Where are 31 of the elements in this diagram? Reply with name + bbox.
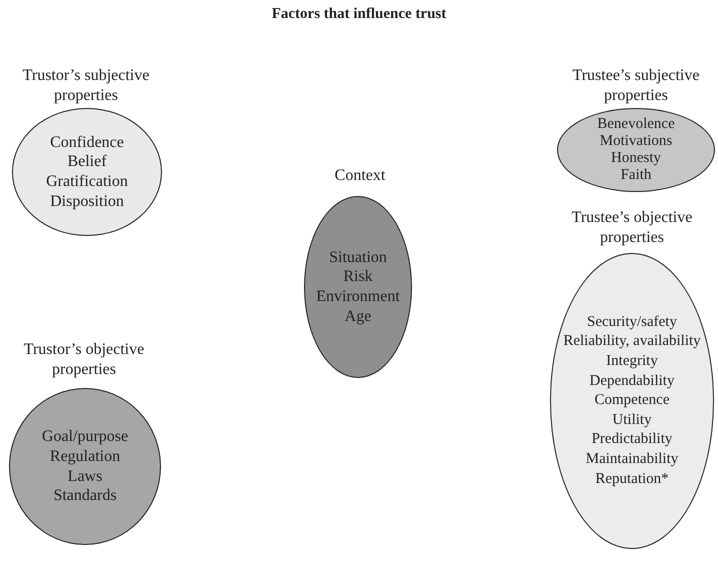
group-heading: Trustor’s objective properties <box>22 340 146 380</box>
factor-text: Dependability <box>590 372 674 391</box>
factor-text: Standards <box>53 486 117 506</box>
factor-text: Utility <box>612 410 652 430</box>
factor-text: Security/safety <box>587 312 677 332</box>
factor-text: Maintainability <box>586 450 678 469</box>
factor-text: Benevolence <box>597 116 675 133</box>
factor-text: Reputation* <box>595 470 669 489</box>
factor-text: Motivations <box>600 133 672 150</box>
factor-text: Faith <box>620 167 652 184</box>
factor-text: Predictability <box>592 430 672 450</box>
factor-text: Honesty <box>611 150 661 167</box>
factor-text: Disposition <box>50 192 124 212</box>
factor-text: Reliability, availability <box>563 332 701 352</box>
group-heading: Context <box>334 166 386 186</box>
factor-text: Situation <box>329 248 387 268</box>
factor-text: Age <box>344 306 372 326</box>
factor-text: Laws <box>68 466 102 486</box>
group-heading: Trustor’s subjective properties <box>22 66 150 106</box>
factor-text: Belief <box>67 152 107 172</box>
factor-text: Competence <box>594 391 670 410</box>
factor-text: Regulation <box>50 446 120 466</box>
group-heading: Trustee’s subjective properties <box>572 66 700 106</box>
factor-text: Integrity <box>606 352 658 372</box>
factor-text: Risk <box>343 267 373 287</box>
factor-text: Confidence <box>50 132 124 152</box>
diagram-title: Factors that influence trust <box>272 6 446 23</box>
group-heading: Trustee’s objective properties <box>570 208 694 248</box>
factor-text: Environment <box>316 287 400 307</box>
factor-text: Goal/purpose <box>42 427 128 447</box>
factor-text: Gratification <box>46 172 128 192</box>
